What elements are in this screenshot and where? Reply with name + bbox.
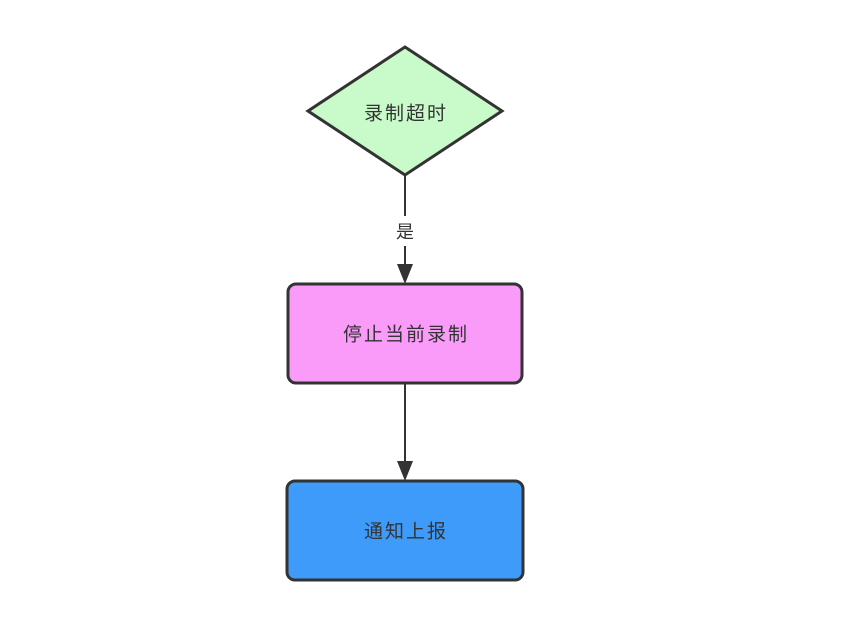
arrowhead-decision-to-process [397,264,413,284]
edge-yes-label: 是 [393,216,417,246]
decision-node-label: 录制超时 [363,103,449,125]
report-rect-shape [285,479,525,582]
decision-diamond-shape [305,45,505,177]
process-rect-shape [286,282,524,385]
arrowhead-process-to-report [397,461,413,481]
report-node-label: 通知上报 [363,521,449,543]
process-node-label: 停止当前录制 [342,324,470,346]
